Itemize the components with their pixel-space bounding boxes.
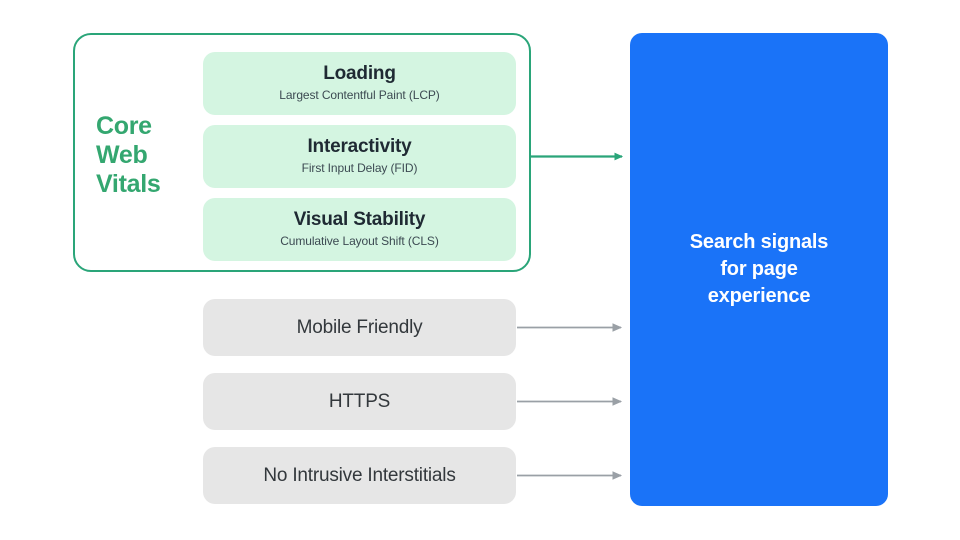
metric-card-visual-stability[interactable]: Visual Stability Cumulative Layout Shift… <box>203 198 516 261</box>
signal-card-no-intrusive-interstitials[interactable]: No Intrusive Interstitials <box>203 447 516 504</box>
signal-label: No Intrusive Interstitials <box>263 464 456 486</box>
core-web-vitals-label-line-2: Web <box>96 140 148 169</box>
signal-label: Mobile Friendly <box>296 316 423 338</box>
core-web-vitals-label-line-3: Vitals <box>96 169 161 198</box>
metric-card-loading[interactable]: Loading Largest Contentful Paint (LCP) <box>203 52 516 115</box>
metric-subtitle: Cumulative Layout Shift (CLS) <box>280 234 439 249</box>
signal-label: HTTPS <box>328 390 391 412</box>
search-signals-label: Search signals for page experience <box>689 231 829 307</box>
metric-subtitle: Largest Contentful Paint (LCP) <box>279 88 440 103</box>
metric-subtitle: First Input Delay (FID) <box>301 161 418 176</box>
metric-title: Loading <box>323 63 396 85</box>
metric-title: Visual Stability <box>293 209 426 231</box>
search-signals-box[interactable]: Search signals for page experience <box>630 33 888 506</box>
metric-title: Interactivity <box>307 136 412 158</box>
signal-card-https[interactable]: HTTPS <box>203 373 516 430</box>
core-web-vitals-label-line-1: Core <box>96 112 152 140</box>
signal-card-mobile-friendly[interactable]: Mobile Friendly <box>203 299 516 356</box>
core-web-vitals-group <box>73 33 531 272</box>
metric-card-interactivity[interactable]: Interactivity First Input Delay (FID) <box>203 125 516 188</box>
